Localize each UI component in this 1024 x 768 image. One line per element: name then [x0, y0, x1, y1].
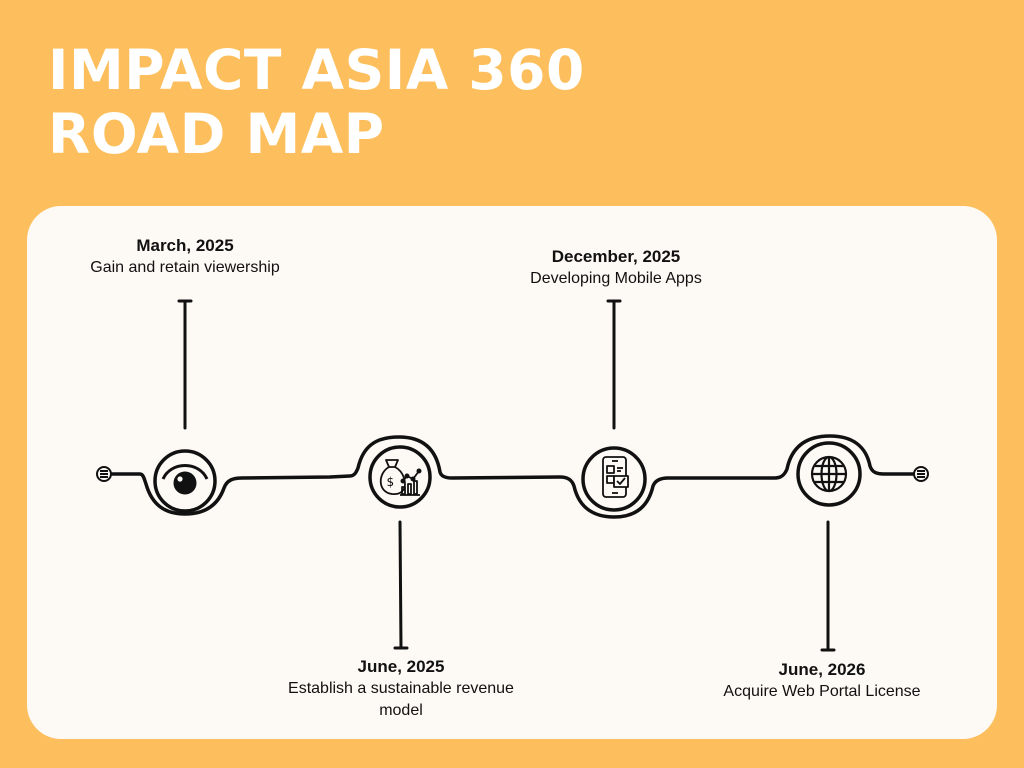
milestone-description: Developing Mobile Apps — [530, 270, 702, 287]
milestone-date: June, 2025 — [357, 657, 445, 676]
milestone-date: March, 2025 — [136, 236, 234, 255]
connector-june-2026 — [820, 520, 836, 652]
connector-december-2025 — [606, 299, 622, 430]
milestone-march-2025: March, 2025 Gain and retain viewership — [60, 235, 310, 279]
globe-icon — [810, 455, 848, 493]
milestone-circle-2 — [368, 445, 432, 509]
title-line-2: ROAD MAP — [48, 102, 385, 166]
page-title: IMPACT ASIA 360 ROAD MAP — [48, 38, 585, 166]
milestone-june-2025: June, 2025 Establish a sustainable reven… — [281, 656, 521, 722]
milestone-description: Gain and retain viewership — [90, 259, 280, 276]
milestone-june-2026: June, 2026 Acquire Web Portal License — [692, 659, 952, 703]
title-line-1: IMPACT ASIA 360 — [48, 38, 585, 102]
timeline-end-cap — [913, 466, 929, 482]
milestone-date: June, 2026 — [778, 660, 866, 679]
timeline-start-cap — [96, 466, 112, 482]
milestone-date: December, 2025 — [551, 247, 681, 266]
money-bag-chart-icon: $ — [379, 459, 422, 496]
milestone-description: Acquire Web Portal License — [723, 683, 921, 700]
milestone-december-2025: December, 2025 Developing Mobile Apps — [486, 246, 746, 290]
eye-icon — [161, 464, 209, 495]
mobile-app-icon — [602, 456, 629, 498]
connector-june-2025 — [393, 520, 409, 650]
svg-text:$: $ — [387, 475, 395, 489]
connector-march-2025 — [177, 299, 193, 430]
timeline-road — [110, 434, 915, 519]
milestone-description: Establish a sustainable revenue model — [288, 680, 514, 719]
